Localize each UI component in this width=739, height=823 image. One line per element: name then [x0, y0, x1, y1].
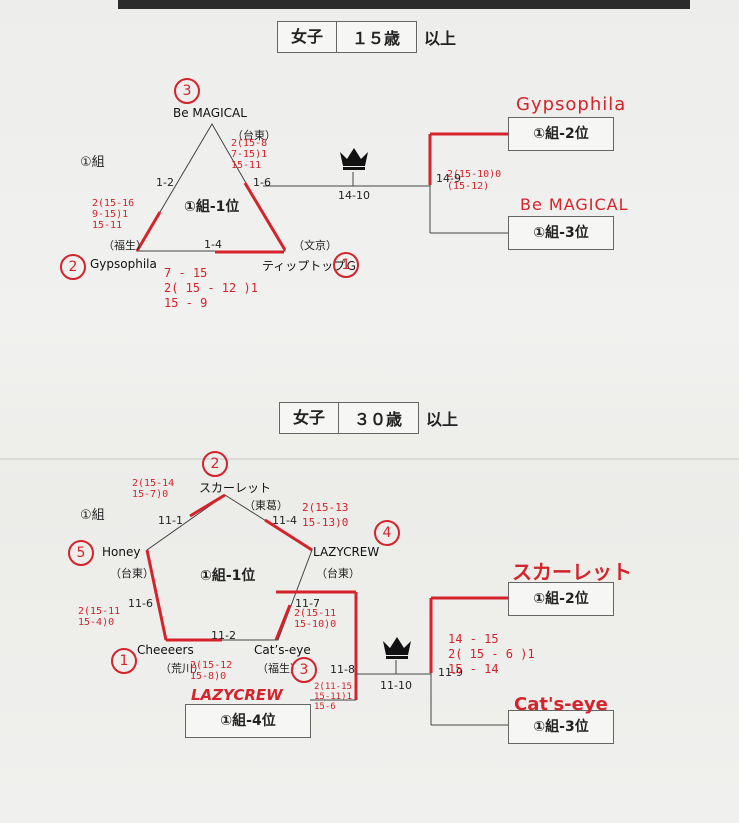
match-score-11-7: 11-7	[295, 597, 320, 610]
hand-score-cheeeers: 2(15-12 15-8)0	[190, 660, 233, 682]
hand-cats-eye-name: Cat's-eye	[514, 694, 608, 715]
hand-be-magical-name: Be MAGICAL	[520, 195, 629, 214]
hand-score-lazycrew: 2(15-13 15-13)0	[302, 501, 349, 529]
section2-center-label: ①組-1位	[200, 568, 256, 584]
paper-fold	[0, 458, 739, 460]
hand-scarlet-name: スカーレット	[512, 560, 632, 584]
section1-rank3-box: ①組-3位	[508, 216, 614, 250]
team-gypsophila-area: （福生）	[103, 239, 147, 252]
team-be-magical-area: （台東）	[232, 129, 276, 142]
match-score-11-2: 11-2	[211, 629, 236, 642]
rank-circle-cats-eye: 3	[291, 657, 317, 683]
section1-center-label: ①組-1位	[184, 199, 240, 215]
match-score-14-10: 14-10	[338, 189, 370, 202]
crown-icon	[381, 635, 413, 659]
section1-title: 女子 １５歳	[277, 21, 417, 53]
hand-score-semi: 2(11-15 15-11)1 15-6	[314, 682, 352, 712]
match-score-11-6: 11-6	[128, 597, 153, 610]
section1-title-suffix: 以上	[424, 29, 457, 48]
team-lazycrew: LAZYCREW	[313, 545, 380, 559]
team-scarlet-area: （東葛）	[244, 499, 288, 512]
section2-title-age: ３０歳	[353, 410, 402, 429]
hand-gypsophila-name: Gypsophila	[516, 94, 627, 115]
hand-score-cats-eye-side: 2(15-11 15-10)0	[294, 608, 337, 630]
match-score-1-2: 1-2	[156, 176, 174, 189]
team-be-magical: Be MAGICAL	[173, 106, 247, 120]
rank-circle-honey: 5	[68, 540, 94, 566]
section1-rank2-box: ①組-2位	[508, 117, 614, 151]
team-scarlet: スカーレット	[199, 481, 272, 495]
team-cheeeers: Cheeeers	[137, 643, 194, 657]
match-score-1-6: 1-6	[253, 176, 271, 189]
team-cheeeers-area: （荒川）	[160, 662, 204, 675]
section1-title-gender: 女子	[278, 22, 337, 52]
section2-title: 女子 ３０歳	[279, 402, 419, 434]
team-lazycrew-area: （台東）	[316, 567, 360, 580]
rank-circle-lazycrew: 4	[374, 520, 400, 546]
match-score-1-4: 1-4	[204, 238, 222, 251]
match-score-11-9: 11-9	[438, 666, 463, 679]
match-score-14-9: 14-9	[436, 172, 461, 185]
section2-lines	[145, 493, 509, 726]
rank-circle-tippitop: 1	[333, 252, 359, 278]
team-honey: Honey	[102, 545, 141, 559]
match-score-11-10: 11-10	[380, 679, 412, 692]
hand-score-left: 2(15-16 9-15)1 15-11	[92, 198, 135, 231]
section1-group-label: ①組	[80, 155, 105, 170]
section2-rank3-box: ①組-3位	[508, 710, 614, 744]
clipboard-clip	[118, 0, 690, 9]
section2-rank2-box: ①組-2位	[508, 582, 614, 616]
section2-rank4-box: ①組-4位	[185, 704, 311, 738]
crown-icon	[338, 146, 370, 170]
hand-score-top-right: 2(15-8 7-15)1 15-11	[231, 138, 268, 171]
match-score-11-1: 11-1	[158, 514, 183, 527]
rank-circle-scarlet: 2	[202, 451, 228, 477]
team-honey-area: （台東）	[110, 567, 154, 580]
team-cats-eye-area: （福生）	[257, 662, 301, 675]
hand-score-final: 2(15-10)0 (15-12)	[447, 169, 502, 192]
team-cats-eye: Cat’s-eye	[254, 643, 311, 657]
section2-group-label: ①組	[80, 508, 105, 523]
team-gypsophila: Gypsophila	[90, 257, 157, 271]
section1-lines	[135, 123, 509, 254]
rank-circle-be-magical: 3	[174, 78, 200, 104]
match-score-11-4: 11-4	[272, 514, 297, 527]
section1-title-age: １５歳	[351, 29, 400, 48]
hand-score-honey: 2(15-11 15-4)0	[78, 606, 121, 628]
hand-score-scarlet: 2(15-14 15-7)0	[132, 478, 175, 500]
hand-lazycrew-name: LAZYCREW	[191, 686, 283, 704]
team-tippitop-g-area: （文京）	[293, 239, 337, 252]
section2-title-suffix: 以上	[426, 410, 459, 429]
rank-circle-gypsophila: 2	[60, 254, 86, 280]
section2-title-gender: 女子	[280, 403, 339, 433]
match-score-11-8: 11-8	[330, 663, 355, 676]
rank-circle-cheeeers: 1	[111, 648, 137, 674]
